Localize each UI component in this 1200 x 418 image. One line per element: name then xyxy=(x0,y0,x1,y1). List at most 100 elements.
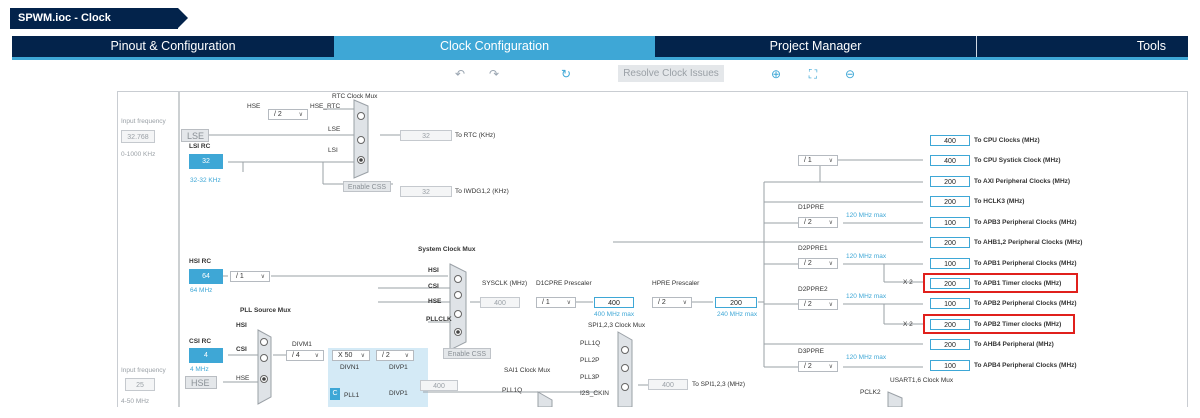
pll-csi-label: CSI xyxy=(236,346,247,353)
d1cpre-select[interactable]: / 1∨ xyxy=(536,297,576,308)
tab-clock-configuration[interactable]: Clock Configuration xyxy=(334,36,655,57)
sai-mux-title: SAI1 Clock Mux xyxy=(504,367,551,374)
divn1-label: DIVN1 xyxy=(340,364,360,371)
refresh-icon[interactable]: ↻ xyxy=(560,67,572,81)
clock-tree-canvas: Input frequency 32.768 0-1000 KHz LSE LS… xyxy=(117,91,1188,407)
d3ppre-value: / 2 xyxy=(804,363,812,370)
d2ppre1-value: / 2 xyxy=(804,260,812,267)
rtc-hse-rtc-label: HSE_RTC xyxy=(310,103,341,110)
d2ppre1-x2: X 2 xyxy=(903,279,913,286)
rtc-hse-label: HSE xyxy=(247,103,261,110)
hpre-select[interactable]: / 2 ∨ xyxy=(652,297,692,308)
d3ppre-max: 120 MHz max xyxy=(846,354,887,361)
output-label: To APB3 Peripheral Clocks (MHz) xyxy=(974,219,1077,226)
output-label: To APB4 Peripheral Clocks (MHz) xyxy=(974,362,1077,369)
hse-input-label: Input frequency xyxy=(121,367,166,374)
chevron-down-icon: ∨ xyxy=(828,220,833,226)
output-value: 100 xyxy=(930,217,970,228)
output-label: To APB2 Peripheral Clocks (MHz) xyxy=(974,300,1077,307)
lsi-rc-unit: 32-32 KHz xyxy=(190,177,221,184)
hpre-label: HPRE Prescaler xyxy=(652,280,700,287)
tab-pinout-configuration[interactable]: Pinout & Configuration xyxy=(12,36,334,57)
lse-input-range: 0-1000 KHz xyxy=(121,151,156,158)
d1ppre-label: D1PPRE xyxy=(798,204,825,211)
lsi-rc-label: LSI RC xyxy=(189,143,211,150)
hsi-div-select[interactable]: / 1∨ xyxy=(230,271,270,282)
hsi-rc-unit: 64 MHz xyxy=(190,287,213,294)
d1cpre-out-value: 400 xyxy=(594,297,634,308)
undo-icon[interactable]: ↶ xyxy=(454,67,466,81)
resolve-clock-issues-button[interactable]: Resolve Clock Issues xyxy=(618,65,724,82)
sys-hsi-label: HSI xyxy=(428,267,439,274)
d2ppre2-select[interactable]: / 2 ∨ xyxy=(798,299,838,310)
pll1-label: PLL1 xyxy=(344,392,360,399)
d2ppre1-select[interactable]: / 2 ∨ xyxy=(798,258,838,269)
csi-rc-value: 4 xyxy=(189,348,223,363)
hse-input-range: 4-50 MHz xyxy=(121,398,150,405)
fit-icon[interactable]: ⛶ xyxy=(808,67,818,81)
lse-source: LSE xyxy=(181,129,209,142)
d1cpre-label: D1CPRE Prescaler xyxy=(536,280,592,287)
cpu-div-select[interactable]: / 1∨ xyxy=(798,155,838,166)
rtc-hse-div-select[interactable]: / 2 ∨ xyxy=(268,109,308,120)
apb1-timer-highlight xyxy=(923,273,1078,293)
spi-pll2p-label: PLL2P xyxy=(580,357,600,364)
chevron-down-icon: ∨ xyxy=(682,300,687,306)
tab-tools[interactable]: Tools xyxy=(976,36,1188,57)
d2ppre2-value: / 2 xyxy=(804,301,812,308)
zoom-out-icon[interactable]: ⊖ xyxy=(844,67,856,81)
enable-css-hse-button[interactable]: Enable CSS xyxy=(443,348,491,359)
d1cpre-max: 400 MHz max xyxy=(594,311,635,318)
hse-input-field[interactable]: 25 xyxy=(125,378,155,391)
hsi-rc-value: 64 xyxy=(189,269,223,284)
breadcrumb-arrow xyxy=(178,8,188,28)
divp1-select[interactable]: / 2∨ xyxy=(376,350,414,361)
lse-input-field[interactable]: 32.768 xyxy=(121,130,155,143)
divn1-select[interactable]: X 50∨ xyxy=(332,350,370,361)
enable-css-lse-button[interactable]: Enable CSS xyxy=(343,181,391,192)
d3ppre-select[interactable]: / 2∨ xyxy=(798,361,838,372)
rtc-hse-div-value: / 2 xyxy=(274,111,282,118)
zoom-in-icon[interactable]: ⊕ xyxy=(770,67,782,81)
output-label: To HCLK3 (MHz) xyxy=(974,198,1025,205)
csi-rc-unit: 4 MHz xyxy=(190,366,209,373)
output-value: 200 xyxy=(930,176,970,187)
d1ppre-select[interactable]: / 2∨ xyxy=(798,217,838,228)
output-value: 200 xyxy=(930,339,970,350)
spi-pll1q-label: PLL1Q xyxy=(580,340,601,347)
d2ppre2-x2: X 2 xyxy=(903,321,913,328)
iwdg-out-label: To IWDG1,2 (KHz) xyxy=(455,188,509,195)
rtc-lse-label: LSE xyxy=(328,126,341,133)
chevron-down-icon: ∨ xyxy=(828,261,833,267)
pll1-fill-value: C xyxy=(330,388,340,400)
breadcrumb-title[interactable]: SPWM.ioc - Clock Configuration xyxy=(10,8,178,45)
csi-rc-label: CSI RC xyxy=(189,338,212,345)
title-bar: SPWM.ioc - Clock Configuration xyxy=(0,0,1200,45)
output-value: 100 xyxy=(930,258,970,269)
output-label: To APB2 Timer clocks (MHz) xyxy=(974,321,1062,328)
lsi-rc-value: 32 xyxy=(189,154,223,169)
d2ppre1-label: D2PPRE1 xyxy=(798,245,828,252)
usart-pclk2-label: PCLK2 xyxy=(860,389,881,396)
output-value: 200 xyxy=(930,237,970,248)
usart-mux-title: USART1,6 Clock Mux xyxy=(890,377,954,384)
hpre-value: / 2 xyxy=(658,299,666,306)
spi-out-label: To SPI1,2,3 (MHz) xyxy=(692,381,746,388)
chevron-down-icon: ∨ xyxy=(314,353,319,359)
redo-icon[interactable]: ↷ xyxy=(488,67,500,81)
chevron-down-icon: ∨ xyxy=(828,302,833,308)
chevron-down-icon: ∨ xyxy=(360,353,365,359)
clock-toolbar: ↶ ↷ ↻ Resolve Clock Issues ⊕ ⛶ ⊖ xyxy=(0,64,1200,84)
output-label: To CPU Systick Clock (MHz) xyxy=(974,157,1061,164)
tab-project-manager[interactable]: Project Manager xyxy=(655,36,976,57)
d2ppre2-label: D2PPRE2 xyxy=(798,286,828,293)
d2ppre2-max: 120 MHz max xyxy=(846,293,887,300)
chevron-down-icon: ∨ xyxy=(298,112,303,118)
divm1-select[interactable]: / 4∨ xyxy=(286,350,324,361)
rtc-out-value: 32 xyxy=(400,130,452,141)
d2ppre1-max: 120 MHz max xyxy=(846,253,887,260)
cpu-div-value: / 1 xyxy=(804,157,812,164)
pll1-out-value: 400 xyxy=(420,380,458,391)
sys-mux-title: System Clock Mux xyxy=(418,246,476,253)
d1cpre-value: / 1 xyxy=(542,299,550,306)
